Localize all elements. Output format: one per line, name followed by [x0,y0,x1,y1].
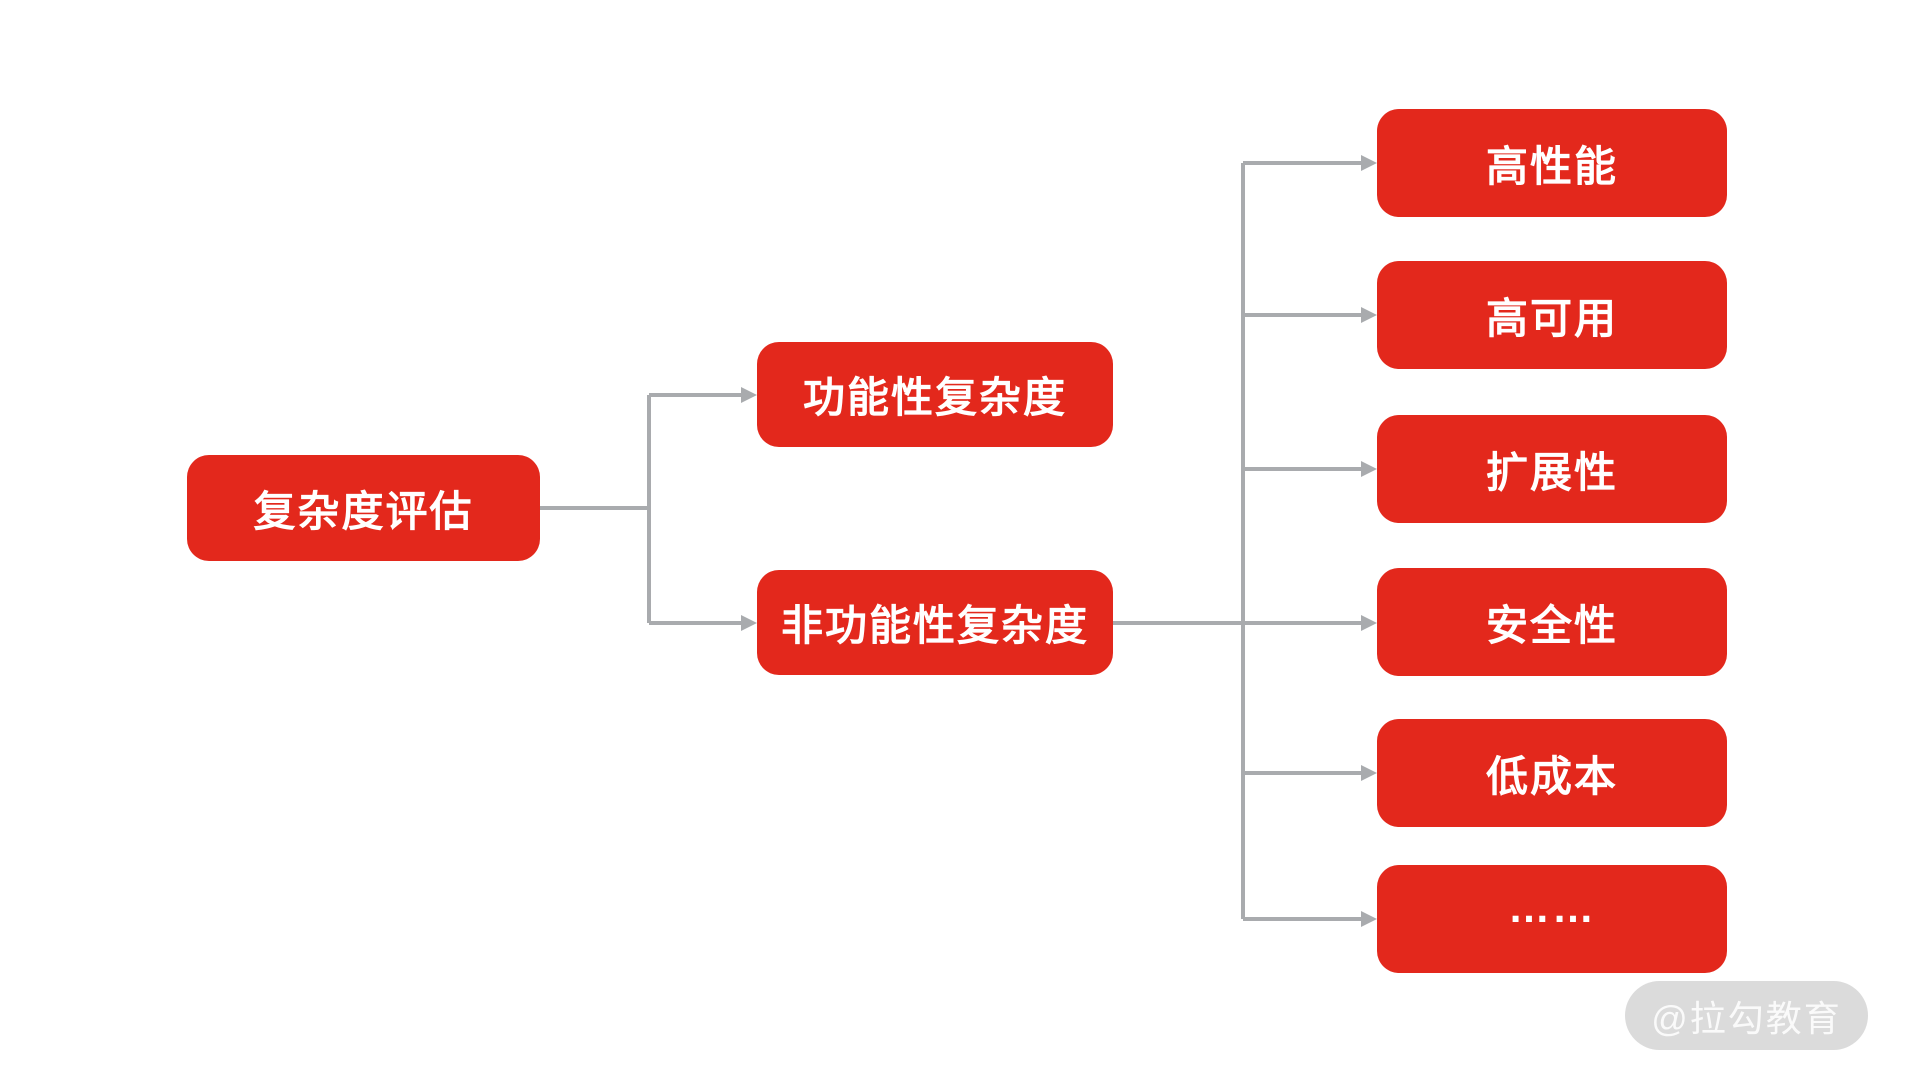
node-label: 功能性复杂度 [802,374,1067,421]
node-complexity-evaluation: 复杂度评估 [187,455,540,561]
node-low-cost: 低成本 [1377,719,1727,827]
arrowhead-functional [741,387,757,403]
node-functional-complexity: 功能性复杂度 [757,342,1113,447]
node-non-functional-complexity: 非功能性复杂度 [757,570,1113,675]
node-label: 安全性 [1485,601,1618,649]
node-label: …… [1508,884,1596,931]
arrowhead-ellipsis [1361,911,1377,927]
node-ellipsis: …… [1377,865,1727,973]
arrowhead-high-availability [1361,307,1377,323]
node-label: 复杂度评估 [253,487,474,535]
node-label: 高性能 [1485,142,1618,190]
arrowhead-scalability [1361,461,1377,477]
arrowhead-high-performance [1361,155,1377,171]
connector-paths [540,161,1364,921]
node-security: 安全性 [1377,568,1727,676]
node-label: 高可用 [1485,294,1618,342]
arrowhead-security [1361,615,1377,631]
watermark-badge: @拉勾教育 [1625,981,1868,1050]
arrowheads [741,155,1377,927]
node-high-performance: 高性能 [1377,109,1727,217]
node-label: 非功能性复杂度 [780,602,1089,649]
node-high-availability: 高可用 [1377,261,1727,369]
watermark-text: @拉勾教育 [1651,997,1842,1039]
node-label: 扩展性 [1485,448,1618,496]
node-scalability: 扩展性 [1377,415,1727,523]
arrowhead-non-functional [741,615,757,631]
node-label: 低成本 [1485,752,1618,800]
arrowhead-low-cost [1361,765,1377,781]
